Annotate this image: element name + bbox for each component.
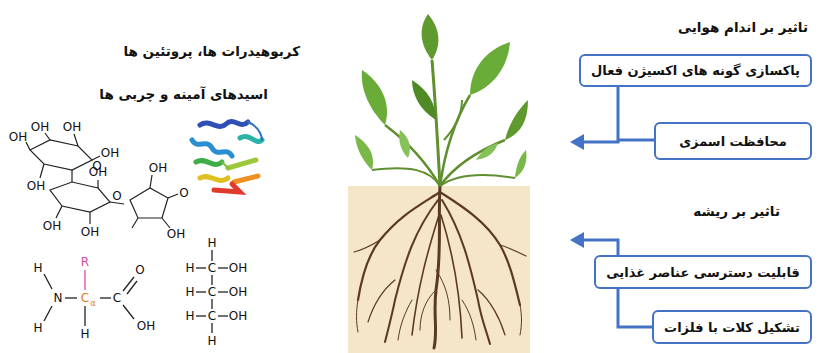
chem-label: OH	[9, 131, 27, 143]
box-text: قابلیت دسترسی عناصر غذایی	[606, 265, 800, 280]
chem-label: H	[185, 310, 194, 322]
chem-label: OH	[81, 226, 99, 238]
chem-label: OH	[101, 147, 119, 159]
chem-label: OH	[167, 228, 185, 240]
glycerol-bonds	[196, 250, 228, 333]
chem-label: OH	[229, 310, 247, 322]
heading-label: اسیدهای آمینه و چربی ها	[99, 88, 268, 102]
chem-label: OH	[63, 121, 81, 133]
chem-label: R	[81, 256, 89, 268]
chem-label: OH	[229, 262, 247, 274]
chem-label: O	[92, 160, 101, 172]
chem-label: OH	[27, 180, 45, 192]
chem-label: α	[90, 300, 95, 308]
chem-label: OH	[31, 121, 49, 133]
chem-label: H	[33, 262, 42, 274]
chem-label: H	[185, 262, 194, 274]
box-text: تشکیل کلات با فلزات	[664, 320, 800, 335]
chem-label: H	[207, 237, 216, 249]
chem-label: OH	[149, 162, 167, 174]
effect-box: محافظت اسمزی	[654, 122, 812, 160]
chem-label: C	[208, 310, 216, 322]
effect-box: تشکیل کلات با فلزات	[652, 310, 812, 344]
chem-label: OH	[229, 286, 247, 298]
box-text: پاکسازی گونه های اکسیژن فعال	[591, 63, 800, 78]
sugar-structure	[26, 133, 178, 228]
effect-box: قابلیت دسترسی عناصر غذایی	[594, 255, 812, 289]
effect-box: پاکسازی گونه های اکسیژن فعال	[579, 54, 812, 87]
chem-label: O	[179, 187, 188, 199]
plant	[355, 14, 528, 186]
chem-label: C	[208, 262, 216, 274]
arrowheads	[570, 134, 584, 248]
box-text: محافظت اسمزی	[679, 134, 787, 149]
chem-label: C	[81, 292, 89, 304]
soil	[348, 186, 530, 353]
heading-label: کربوهیدرات ها، پروتئین ها	[123, 45, 300, 59]
chem-label: H	[207, 335, 216, 347]
chem-label: H	[185, 286, 194, 298]
roots	[354, 186, 526, 348]
chem-label: C	[113, 292, 121, 304]
chem-label: N	[54, 292, 63, 304]
chem-label: O	[135, 264, 144, 276]
chem-label: C	[208, 286, 216, 298]
heading-label: تاثیر بر اندام هوایی	[678, 21, 808, 35]
heading-label: تاثیر بر ریشه	[693, 205, 780, 219]
chem-label: OH	[43, 220, 61, 232]
chem-label: H	[33, 322, 42, 334]
amino-acid-bonds	[44, 270, 137, 326]
protein-ribbon	[192, 121, 262, 192]
chem-label: O	[112, 190, 121, 202]
chem-label: H	[80, 328, 89, 340]
chem-label: OH	[137, 320, 155, 332]
